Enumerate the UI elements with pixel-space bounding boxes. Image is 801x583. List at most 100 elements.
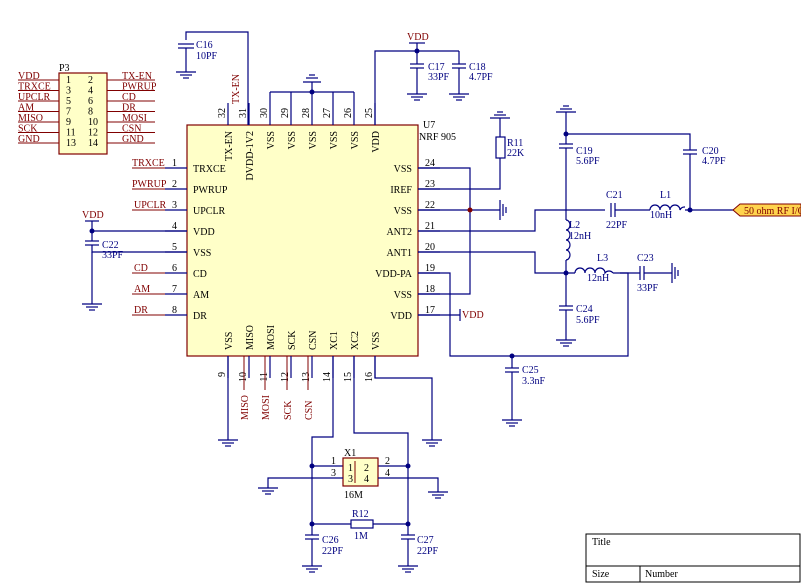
size-label: Size (592, 569, 610, 580)
c26-ref: C26 (322, 535, 339, 546)
u7-pin-name: VSS (394, 164, 412, 175)
u7-pin-num: 4 (172, 221, 177, 232)
c23-val: 33PF (637, 283, 659, 294)
u7-pin-num: 28 (301, 108, 312, 118)
l1-ref: L1 (660, 190, 671, 201)
u7-pin-num: 29 (280, 108, 291, 118)
u7-pin-name: VSS (193, 248, 211, 259)
c21-ref: C21 (606, 190, 623, 201)
u7-pin-name: ANT2 (386, 227, 412, 238)
p3-left-net: UPCLR (18, 92, 51, 103)
p3-right-net: CSN (122, 124, 141, 135)
u7-pin-name: VSS (350, 131, 361, 149)
u7-pin-num: 22 (425, 200, 435, 211)
u7-pin-name: VSS (224, 332, 235, 350)
u7-pin-name: VSS (266, 131, 277, 149)
p3-pin-left: 1 (66, 75, 71, 86)
l2-ref: L2 (569, 220, 580, 231)
right-wiring: R11 22K C25 3.3nF VDD C19 5.6PF C20 (89, 48, 801, 427)
u7-pin-name: SCK (287, 330, 298, 350)
x1-pin2-inner: 2 (364, 463, 369, 474)
u7-pin-name: IREF (390, 185, 412, 196)
title-block: Title Size Number (585, 533, 801, 583)
rf-port-label: 50 ohm RF I/O (744, 206, 801, 217)
u7-pin-name: TRXCE (193, 164, 226, 175)
u7-pin-name: VSS (394, 206, 412, 217)
u7-pin-name: XC1 (329, 331, 340, 350)
c18-val: 4.7PF (469, 72, 493, 83)
u7-pin-name: UPCLR (193, 206, 226, 217)
r11-ref: R11 (507, 138, 523, 149)
u7-pin-num: 25 (364, 108, 375, 118)
x1-pin1-inner: 1 (348, 463, 353, 474)
u7-pin-name: VSS (287, 131, 298, 149)
p3-pin-left: 13 (66, 138, 76, 149)
c23-ref: C23 (637, 253, 654, 264)
p3-pin-left: 9 (66, 117, 71, 128)
c25-ref: C25 (522, 365, 539, 376)
net-dr: DR (134, 305, 148, 316)
p3-pin-right: 4 (88, 86, 93, 97)
p3-left-net: VDD (18, 71, 40, 82)
net-trxce: TRXCE (132, 158, 165, 169)
p3-left-net: AM (18, 103, 34, 114)
c22-ref: C22 (102, 240, 119, 251)
u7-pin-num: 15 (343, 372, 354, 382)
u7-pin-num: 1 (172, 158, 177, 169)
u7-pin-num: 8 (172, 305, 177, 316)
p3-left-net: SCK (18, 124, 38, 135)
u7-pin-num: 31 (238, 108, 249, 118)
u7-part: NRF 905 (419, 132, 456, 143)
p3-ref: P3 (59, 63, 70, 74)
c20-val: 4.7PF (702, 156, 726, 167)
c17-val: 33PF (428, 72, 450, 83)
c20-ref: C20 (702, 146, 719, 157)
p3-right-net: TX-EN (122, 71, 152, 82)
c16-ref: C16 (196, 40, 213, 51)
u7-pin-num: 17 (425, 305, 435, 316)
u7-pin-name: TX-EN (224, 131, 235, 161)
p3-pin-left: 11 (66, 128, 76, 139)
x1-pin4-inner: 4 (364, 474, 369, 485)
r11-val: 22K (507, 148, 525, 159)
net-csn: CSN (304, 401, 315, 420)
c27-val: 22PF (417, 546, 439, 557)
p3-pin-left: 3 (66, 86, 71, 97)
x1-ref: X1 (344, 448, 356, 459)
u7-pin-num: 16 (364, 372, 375, 382)
net-upclr: UPCLR (134, 200, 167, 211)
p3-right-net: PWRUP (122, 82, 157, 93)
u7-pin-num: 9 (217, 372, 228, 377)
u7-pin-num: 23 (425, 179, 435, 190)
x1-pin2: 2 (385, 456, 390, 467)
p3-pin-right: 6 (88, 96, 93, 107)
c24-val: 5.6PF (576, 315, 600, 326)
u7-pin-num: 2 (172, 179, 177, 190)
l1-val: 10nH (650, 210, 672, 221)
x1-pin3: 3 (331, 468, 336, 479)
p3-right-net: MOSI (122, 113, 147, 124)
p3-left-net: MISO (18, 113, 43, 124)
u7-pin-name: AM (193, 290, 209, 301)
r12-val: 1M (354, 531, 368, 542)
u7-pin-num: 14 (322, 372, 333, 382)
net-mosi: MOSI (261, 395, 272, 420)
c21-val: 22PF (606, 220, 628, 231)
net-pwrup: PWRUP (132, 179, 167, 190)
net-vdd: VDD (407, 32, 429, 43)
l2-val: 12nH (569, 231, 591, 242)
p3-pin-right: 14 (88, 138, 98, 149)
x1-val: 16M (344, 490, 363, 501)
u7-pin-name: XC2 (350, 331, 361, 350)
p3-pin-left: 5 (66, 96, 71, 107)
u7-pin-name: VSS (308, 131, 319, 149)
u7-pin-name: VDD-PA (375, 269, 413, 280)
ic-u7: U7 NRF 905 1TRXCE2PWRUP3UPCLR4VDD5VSS6CD… (165, 92, 456, 382)
u7-pin-num: 5 (172, 242, 177, 253)
u7-pin-num: 7 (172, 284, 177, 295)
u7-pin-name: VSS (394, 290, 412, 301)
net-miso: MISO (240, 395, 251, 420)
